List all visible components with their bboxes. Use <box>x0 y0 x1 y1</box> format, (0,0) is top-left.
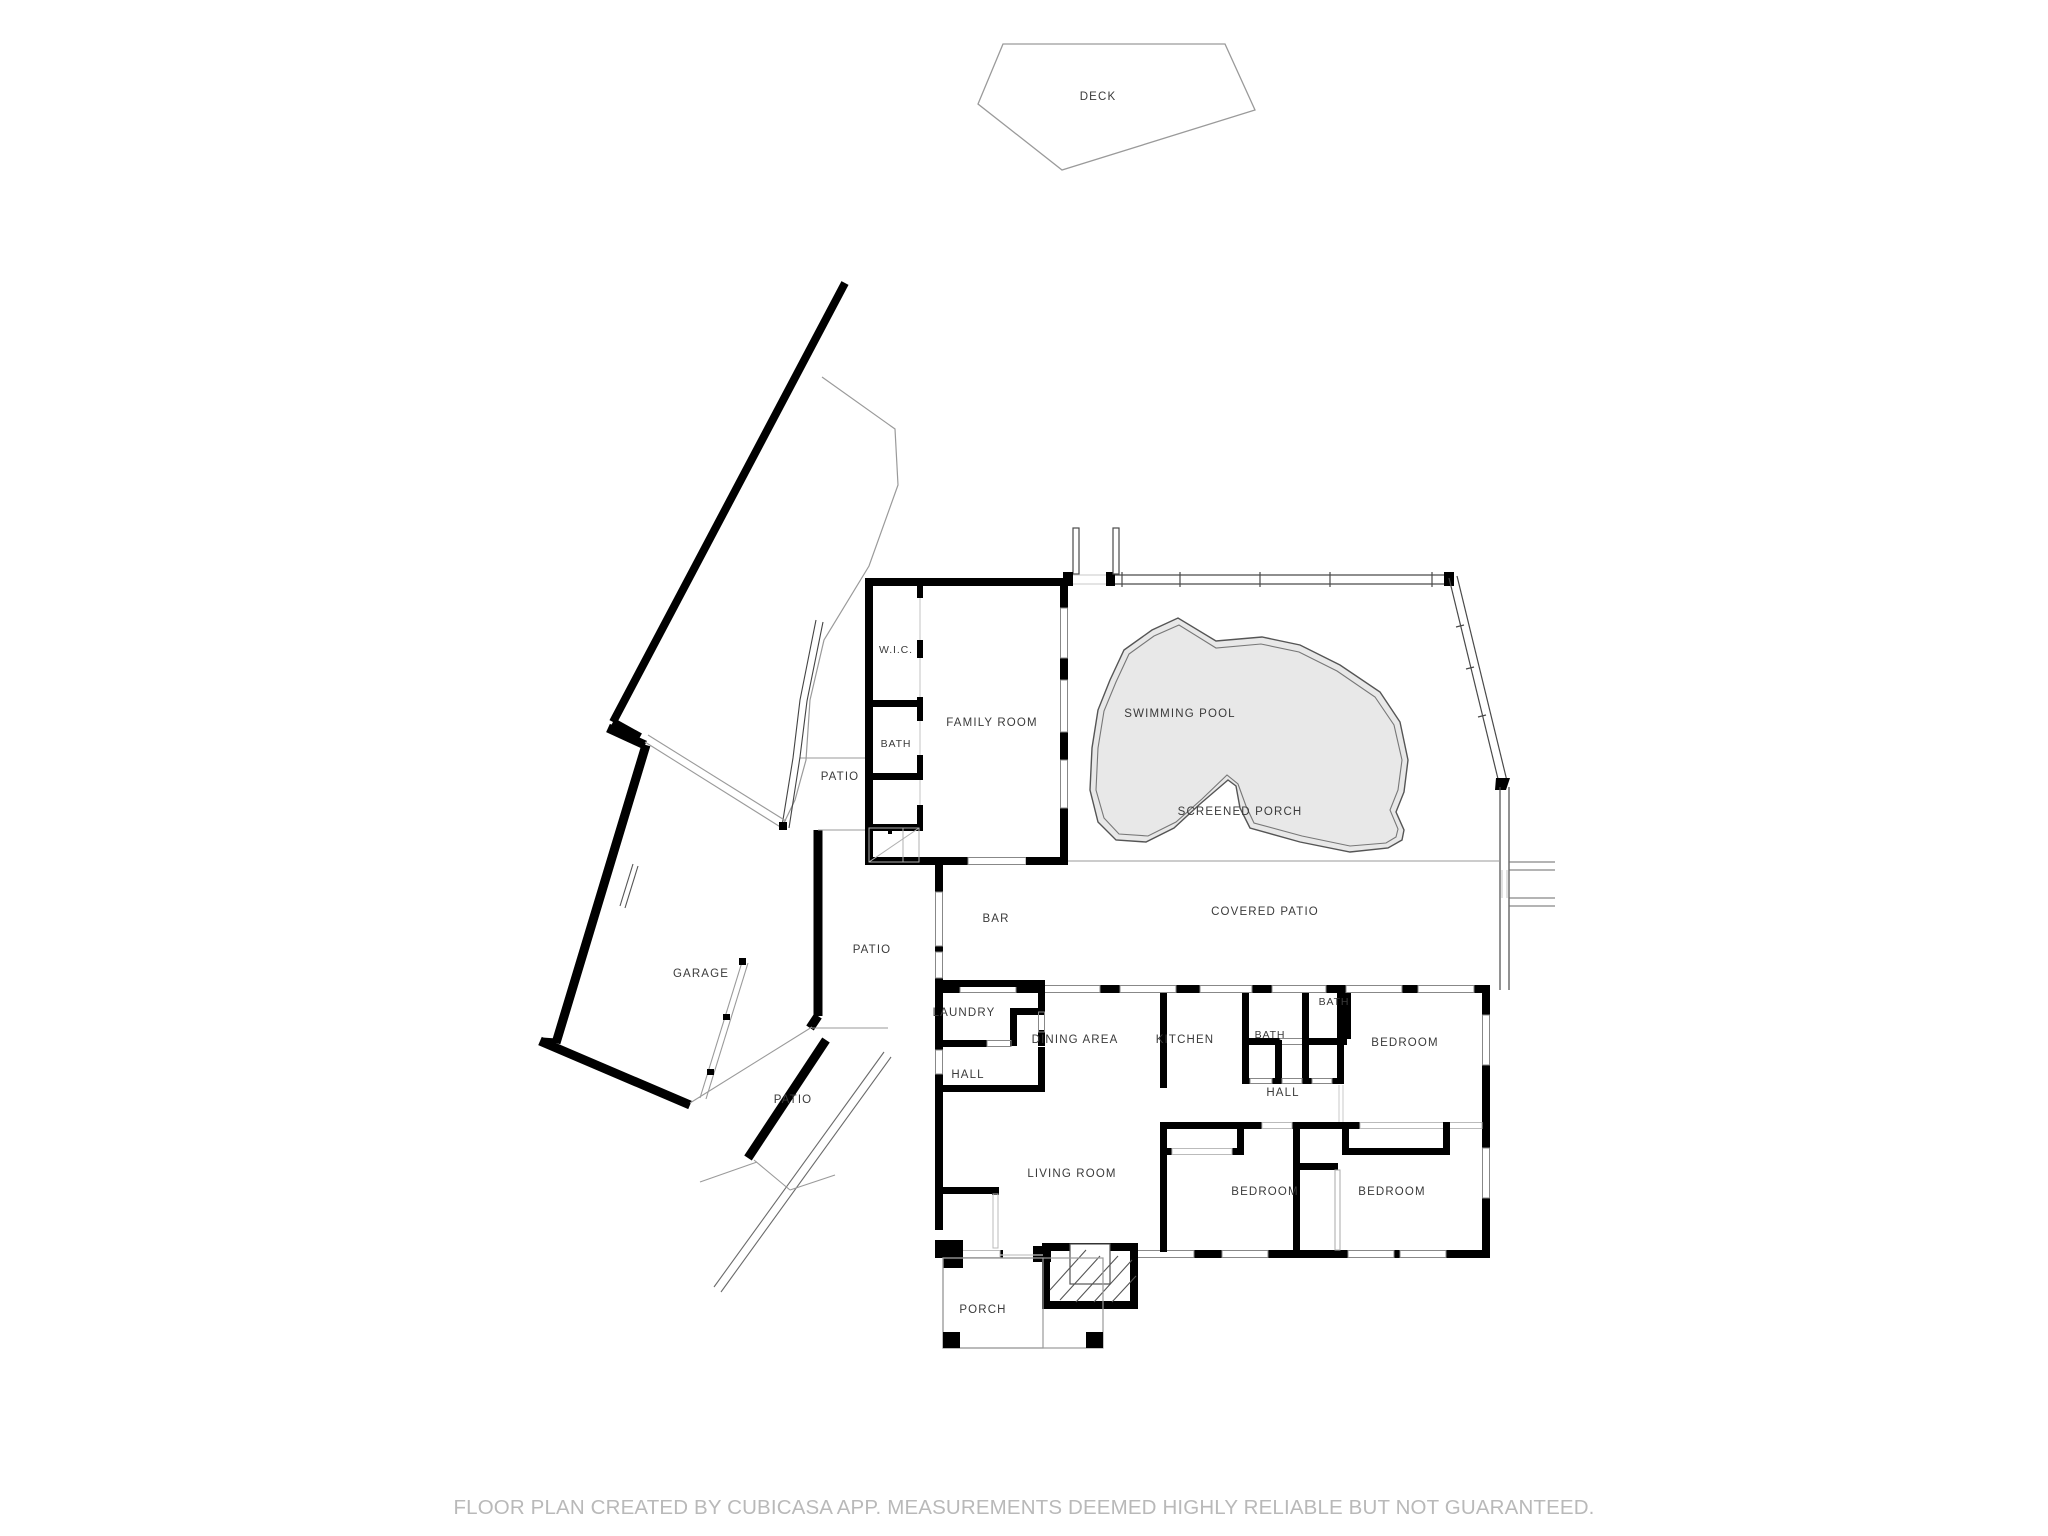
garage-patio-connector <box>644 734 787 830</box>
upper-patio-thin-outline <box>781 376 899 828</box>
room-label-bath-hall: BATH <box>1255 1029 1286 1041</box>
swimming-pool-shape <box>1089 617 1409 853</box>
room-label-bedroom-sw: BEDROOM <box>1231 1186 1298 1198</box>
room-label-patio-upper: PATIO <box>821 771 860 783</box>
garage-door-thin-lines <box>699 961 749 1100</box>
room-label-wic: W.I.C. <box>879 644 913 656</box>
room-label-bar: BAR <box>982 913 1009 925</box>
room-label-bath-master: BATH <box>881 738 912 750</box>
screened-porch-enclosure <box>1063 527 1555 990</box>
room-label-porch: PORCH <box>959 1304 1006 1316</box>
room-label-deck: DECK <box>1080 91 1117 103</box>
garage-outline <box>538 723 823 1110</box>
main-house-walls <box>935 857 1490 1309</box>
room-labels: DECK W.I.C. BATH FAMILY ROOM PATIO SWIMM… <box>673 91 1438 1316</box>
master-wing-walls <box>865 572 1073 865</box>
room-label-patio-lower: PATIO <box>774 1094 813 1106</box>
room-label-bedroom-ne: BEDROOM <box>1371 1037 1438 1049</box>
lower-patio-outline <box>699 1037 892 1293</box>
room-label-bath-suite: BATH <box>1319 996 1350 1008</box>
deck-outline <box>977 43 1256 171</box>
room-label-hall-right: HALL <box>1266 1087 1299 1099</box>
room-label-screened-porch: SCREENED PORCH <box>1178 806 1303 818</box>
upper-patio-screen-wall <box>781 619 824 829</box>
room-label-dining-area: DINING AREA <box>1032 1034 1119 1046</box>
room-label-covered-patio: COVERED PATIO <box>1211 906 1319 918</box>
room-label-garage: GARAGE <box>673 968 729 980</box>
room-label-kitchen: KITCHEN <box>1156 1034 1215 1046</box>
room-label-family-room: FAMILY ROOM <box>946 717 1037 729</box>
room-label-laundry: LAUNDRY <box>933 1007 996 1019</box>
porch-outline <box>942 1254 1104 1349</box>
room-label-living-room: LIVING ROOM <box>1027 1168 1116 1180</box>
room-label-patio-mid: PATIO <box>853 944 892 956</box>
stair-detail <box>868 827 920 863</box>
room-label-swimming-pool: SWIMMING POOL <box>1124 708 1235 720</box>
upper-left-diagonal-wall <box>609 281 849 741</box>
footer-disclaimer: FLOOR PLAN CREATED BY CUBICASA APP. MEAS… <box>453 1496 1595 1519</box>
room-label-hall-left: HALL <box>951 1069 984 1081</box>
room-label-bedroom-se: BEDROOM <box>1358 1186 1425 1198</box>
fireplace <box>1033 1243 1138 1309</box>
